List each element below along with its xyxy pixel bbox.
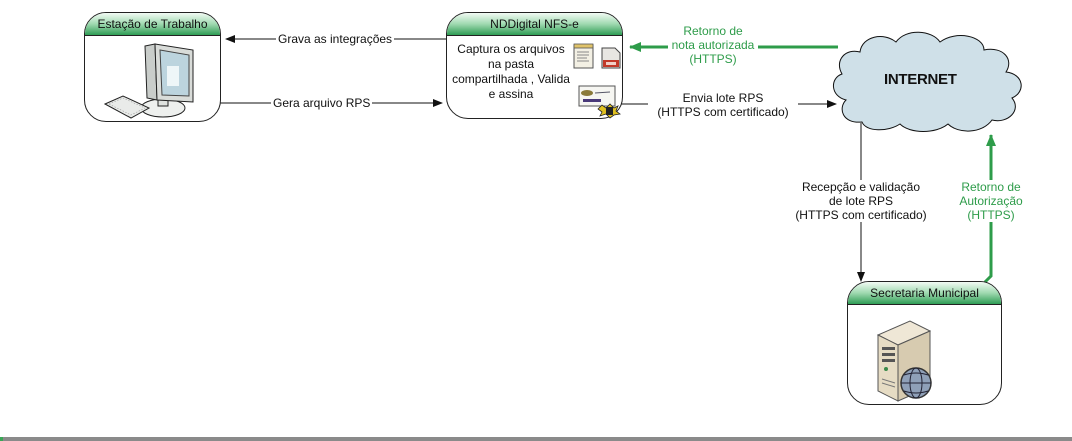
- label-line: Recepção e validação: [801, 180, 921, 194]
- nddigital-title: NDDigital NFS-e: [447, 13, 622, 36]
- internet-label: INTERNET: [884, 71, 957, 88]
- desktop-computer-icon: [103, 43, 194, 119]
- cloud-icon: [833, 31, 1022, 132]
- secretaria-node: Secretaria Municipal: [847, 281, 1002, 405]
- label-line: (HTTPS com certificado): [795, 208, 927, 222]
- description-line: e assina: [488, 87, 534, 101]
- grava-label: Grava as integrações: [276, 32, 395, 46]
- label-line: (HTTPS com certificado): [657, 105, 789, 119]
- bottom-divider: [0, 437, 1072, 441]
- recepcao-label: Recepção e validação de lote RPS (HTTPS …: [786, 180, 936, 222]
- label-line: nota autorizada: [671, 38, 755, 52]
- envia-label: Envia lote RPS (HTTPS com certificado): [648, 91, 798, 119]
- workstation-node: Estação de Trabalho: [84, 12, 221, 122]
- retorno-nota-label: Retorno de nota autorizada (HTTPS): [668, 24, 758, 66]
- label-line: Envia lote RPS: [682, 91, 764, 105]
- label-line: (HTTPS): [967, 208, 1015, 222]
- label-line: Retorno de: [961, 180, 1021, 194]
- description-line: compartilhada , Valida: [452, 72, 570, 86]
- digital-certificate-icon: [578, 85, 621, 119]
- description-line: Captura os arquivos: [457, 42, 565, 56]
- label-line: Retorno de: [683, 24, 743, 38]
- retorno-autorizacao-label: Retorno de Autorização (HTTPS): [948, 180, 1034, 222]
- label-line: de lote RPS: [828, 194, 894, 208]
- xml-file-icon: [601, 47, 621, 69]
- web-server-icon: [876, 320, 932, 402]
- workstation-title: Estação de Trabalho: [85, 13, 220, 36]
- notepad-document-icon: [573, 43, 594, 69]
- label-line: Autorização: [959, 194, 1023, 208]
- nddigital-description: Captura os arquivos na pasta compartilha…: [446, 42, 576, 102]
- gera-label: Gera arquivo RPS: [271, 96, 373, 110]
- label-line: (HTTPS): [689, 52, 737, 66]
- bottom-divider-accent: [0, 437, 3, 441]
- secretaria-title: Secretaria Municipal: [848, 282, 1001, 305]
- description-line: na pasta: [487, 57, 535, 71]
